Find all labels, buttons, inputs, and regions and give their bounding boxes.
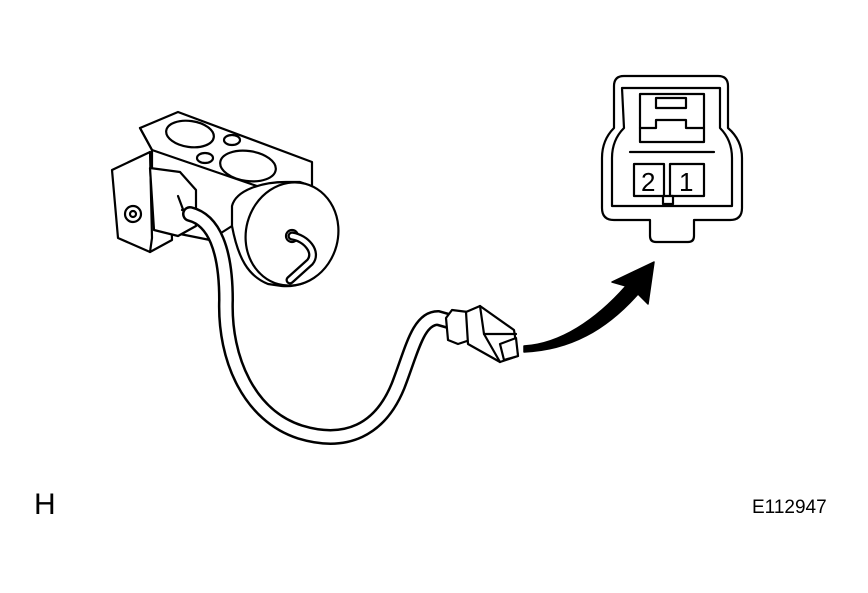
valve-port-large-2 <box>219 149 277 183</box>
view-arrow <box>523 261 655 353</box>
flange-bolt <box>123 204 143 224</box>
valve-port-large-1 <box>165 119 215 149</box>
pin-key <box>661 194 675 206</box>
view-letter-label: H <box>34 488 56 521</box>
pin-cavity-2 <box>632 162 666 198</box>
connector-face-outline <box>600 74 744 244</box>
harness-connector <box>444 304 520 364</box>
pin-cavity-1 <box>668 162 706 198</box>
connector-face-view: 2 1 <box>600 74 744 244</box>
valve-port-small-1 <box>222 133 242 147</box>
wire-harness <box>182 206 460 445</box>
figure-code-label: E112947 <box>752 497 827 518</box>
valve-port-small-2 <box>195 151 215 165</box>
pin-label-1: 1 <box>679 167 693 197</box>
pin-label-2: 2 <box>641 167 655 197</box>
